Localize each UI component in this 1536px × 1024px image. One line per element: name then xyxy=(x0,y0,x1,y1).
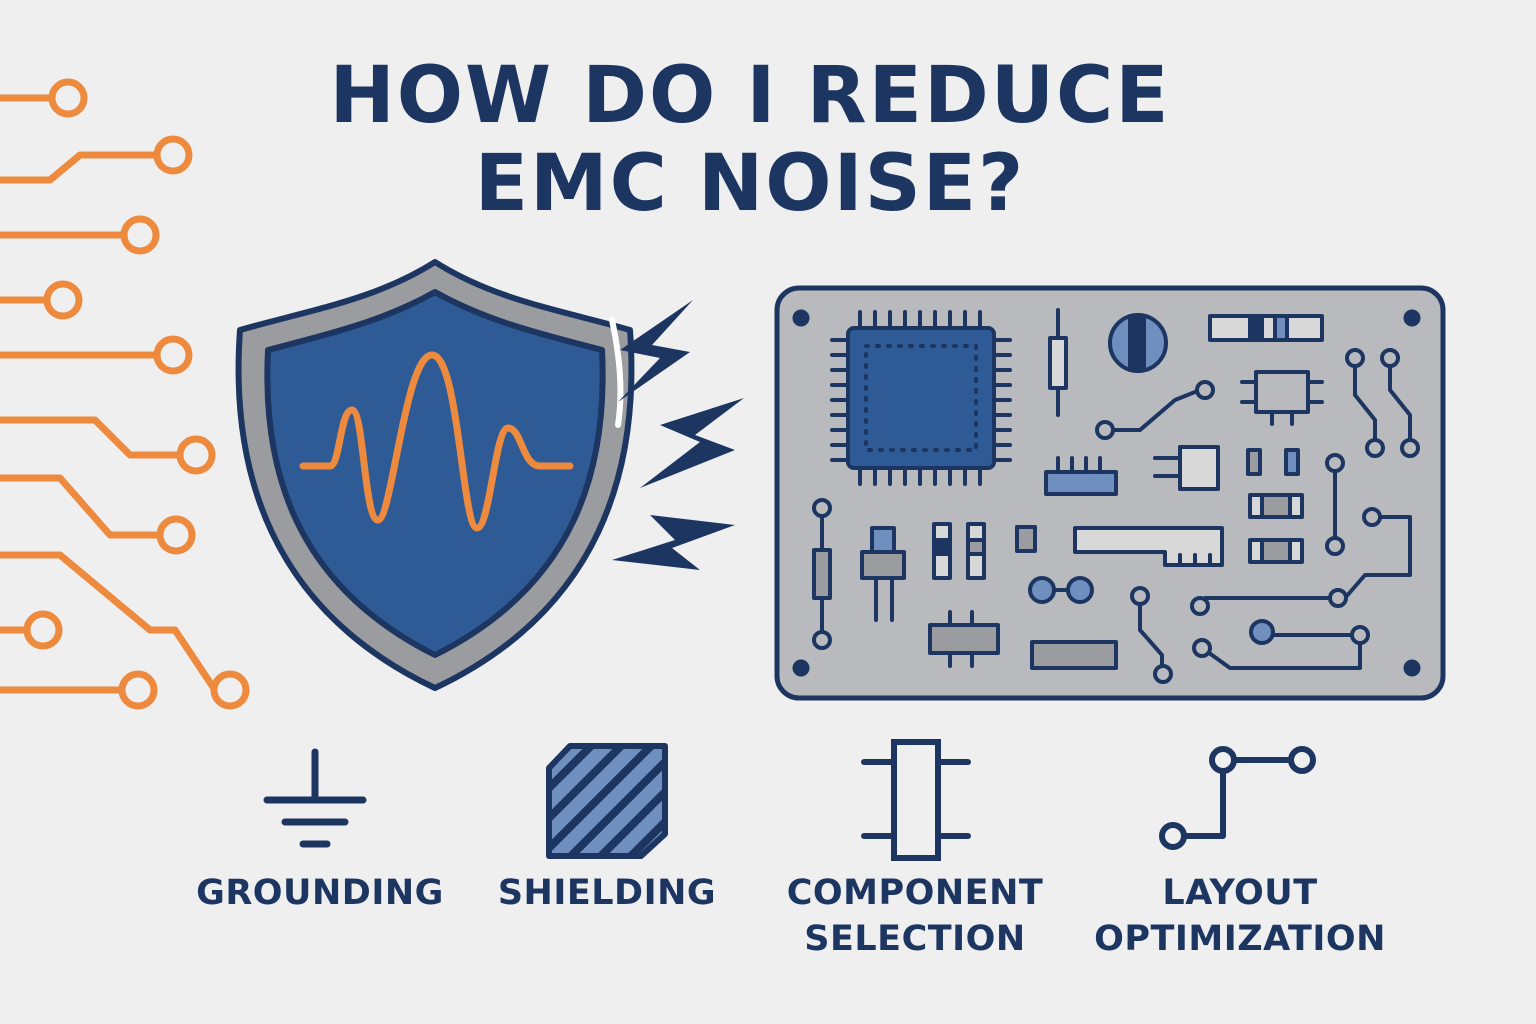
technique-grounding xyxy=(255,740,375,860)
circuit-traces-graphic xyxy=(0,78,250,710)
page-title: HOW DO I REDUCE EMC NOISE? xyxy=(200,52,1300,228)
label-layout-optimization: LAYOUT OPTIMIZATION xyxy=(1080,870,1400,962)
layout-trace-icon xyxy=(1159,746,1316,850)
ground-symbol-icon xyxy=(263,748,367,848)
label-grounding: GROUNDING xyxy=(175,870,465,916)
label-component-line-1: COMPONENT xyxy=(786,873,1044,913)
title-line-2: EMC NOISE? xyxy=(474,139,1026,229)
lightning-bolts-icon xyxy=(612,300,744,570)
label-grounding-line-1: GROUNDING xyxy=(196,873,444,913)
label-shielding-line-1: SHIELDING xyxy=(497,873,717,913)
microchip-icon xyxy=(830,310,1012,486)
shielding-block-icon xyxy=(546,743,668,859)
shield-graphic xyxy=(235,259,744,691)
title-line-1: HOW DO I REDUCE xyxy=(329,51,1171,141)
label-layout-line-2: OPTIMIZATION xyxy=(1094,919,1386,959)
component-icon xyxy=(861,739,971,861)
technique-shielding xyxy=(545,742,670,860)
noise-wave-icon xyxy=(299,351,574,532)
circuit-board-graphic xyxy=(774,285,1446,701)
technique-layout-optimization xyxy=(1155,742,1320,852)
label-shielding: SHIELDING xyxy=(462,870,752,916)
label-layout-line-1: LAYOUT xyxy=(1162,873,1318,913)
label-component-selection: COMPONENT SELECTION xyxy=(760,870,1070,962)
technique-component-selection xyxy=(858,738,973,863)
shield-icon xyxy=(235,259,635,691)
label-component-line-2: SELECTION xyxy=(804,919,1026,959)
